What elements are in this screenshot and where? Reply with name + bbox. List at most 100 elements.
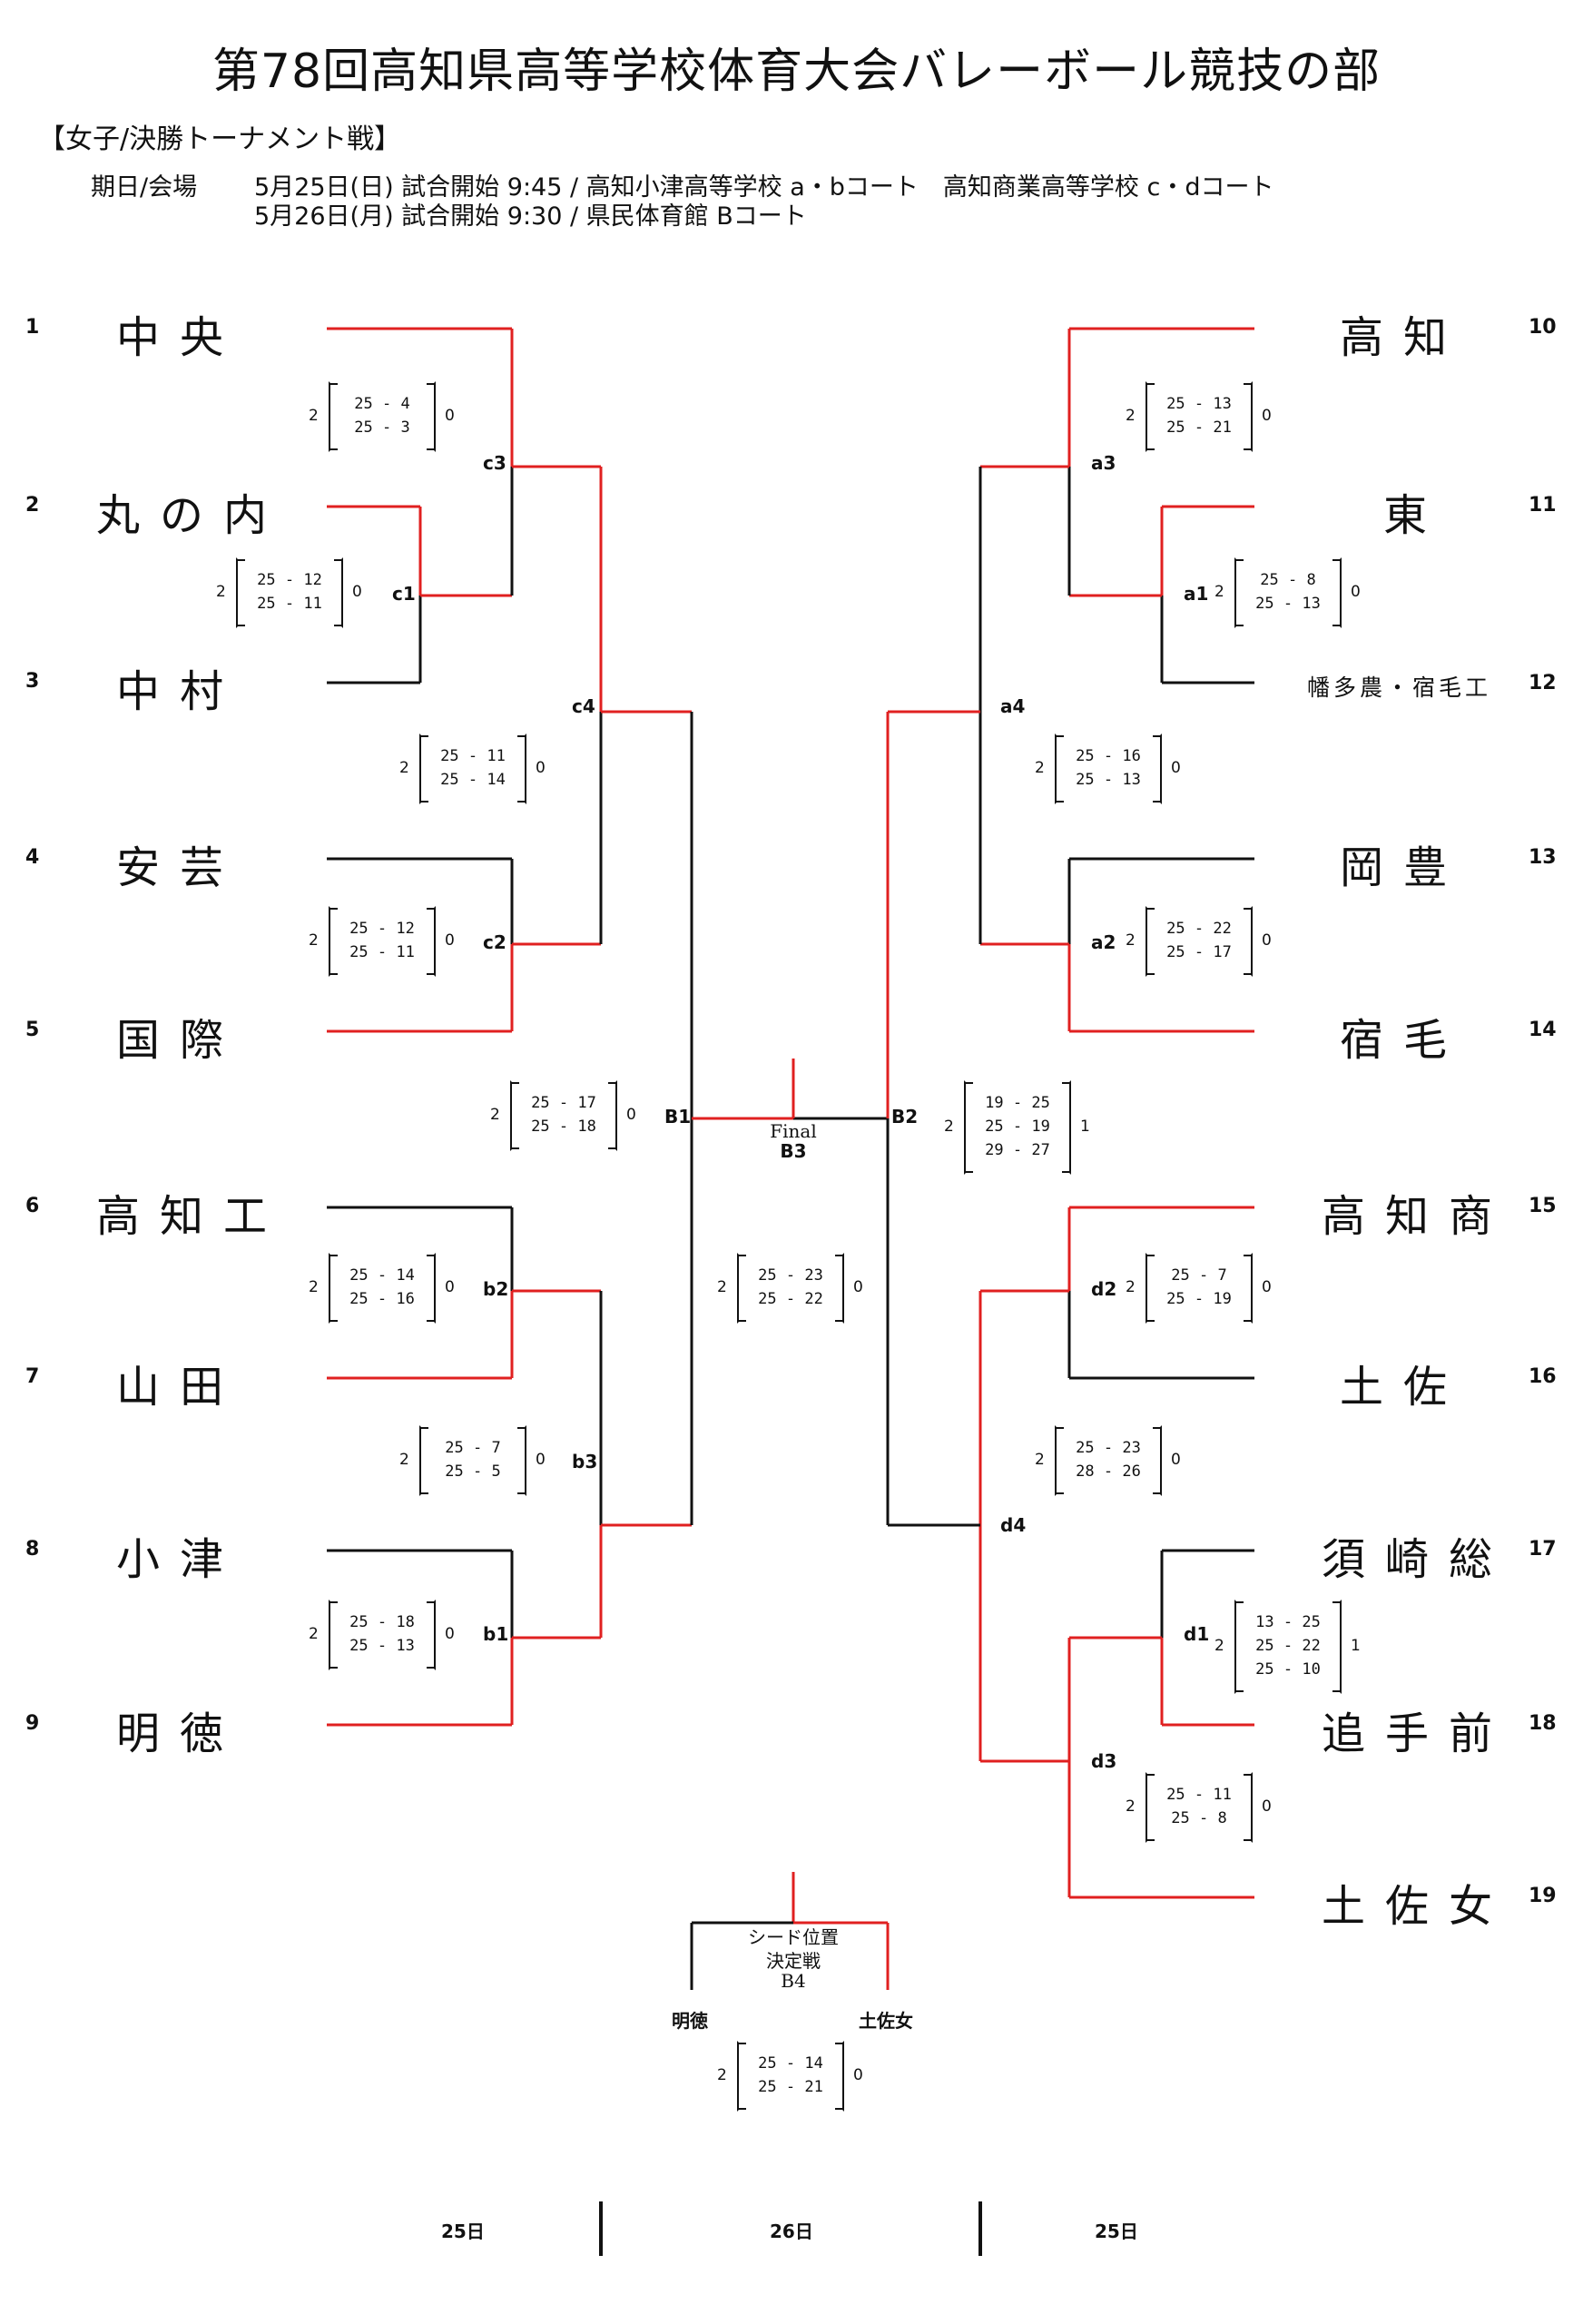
bracket-tick <box>737 2043 746 2044</box>
sets-won-right: 1 <box>1351 1637 1361 1655</box>
bracket-tick <box>835 1320 844 1322</box>
team-number: 12 <box>1529 672 1557 694</box>
team-name: 国際 <box>116 1015 244 1066</box>
match-label: c4 <box>572 695 595 717</box>
team-number: 18 <box>1529 1712 1557 1735</box>
team-number: 17 <box>1529 1538 1557 1561</box>
bracket-tick <box>427 1255 436 1256</box>
set-score: 25 - 18 <box>349 1613 415 1631</box>
set-score: 25 - 19 <box>985 1118 1050 1136</box>
bracket-tick <box>517 801 526 803</box>
team-name: 明徳 <box>116 1709 244 1759</box>
bracket-tick <box>1332 625 1342 626</box>
set-score: 25 - 7 <box>445 1439 501 1457</box>
bracket-tick <box>419 1427 428 1429</box>
bracket-tick <box>1153 801 1162 803</box>
bracket-tick <box>1055 801 1064 803</box>
team-number: 15 <box>1529 1195 1557 1217</box>
bracket-tick <box>1146 383 1155 385</box>
team-name: 丸の内 <box>96 490 288 541</box>
set-score: 25 - 13 <box>1255 595 1321 613</box>
bracket-tick <box>427 448 436 450</box>
team-name: 東 <box>1383 490 1448 541</box>
set-score: 25 - 23 <box>758 1266 823 1285</box>
set-scores-bracket: 25 - 13 25 - 21 <box>1146 381 1253 452</box>
seed-team-left: 明徳 <box>672 2010 708 2032</box>
bracket-tick <box>1234 559 1244 561</box>
team-name: 高知工 <box>96 1191 288 1242</box>
team-name: 中村 <box>116 666 244 717</box>
footer-day: 25日 <box>1095 2221 1138 2242</box>
bracket-tick <box>427 1320 436 1322</box>
set-score: 25 - 17 <box>531 1094 596 1112</box>
team-name: 宿毛 <box>1340 1015 1468 1066</box>
set-score: 25 - 11 <box>440 747 506 765</box>
bracket-tick <box>427 973 436 975</box>
bracket-tick <box>1234 625 1244 626</box>
bracket-tick <box>1055 1492 1064 1494</box>
set-score: 25 - 14 <box>758 2054 823 2073</box>
set-score: 25 - 3 <box>354 419 410 437</box>
team-name: 追手前 <box>1322 1709 1513 1759</box>
bracket-tick <box>1055 1427 1064 1429</box>
team-name: 小津 <box>116 1534 244 1585</box>
sets-won-left: 2 <box>1214 583 1224 601</box>
seed-match-label-2: 決定戦 <box>766 1950 821 1972</box>
bracket-tick <box>517 735 526 737</box>
bracket-tick <box>1146 448 1155 450</box>
bracket-tick <box>427 1667 436 1669</box>
team-name: 高知 <box>1340 312 1468 363</box>
set-score: 25 - 21 <box>1166 419 1232 437</box>
bracket-tick <box>964 1082 973 1084</box>
set-score: 25 - 18 <box>531 1118 596 1136</box>
set-score: 25 - 10 <box>1255 1660 1321 1679</box>
set-score: 25 - 23 <box>1076 1439 1141 1457</box>
sets-won-right: 0 <box>1351 583 1361 601</box>
sets-won-left: 2 <box>309 931 319 950</box>
sets-won-right: 0 <box>536 1451 546 1469</box>
final-label: Final <box>770 1120 817 1142</box>
bracket-tick <box>236 559 245 561</box>
sets-won-right: 0 <box>626 1106 636 1124</box>
match-label: c3 <box>483 452 506 474</box>
schedule-line-1: 5月25日(日) 試合開始 9:45 / 高知小津高等学校 a・bコート 高知商… <box>254 173 1274 202</box>
sets-won-right: 0 <box>445 1625 455 1643</box>
set-score: 25 - 14 <box>440 771 506 789</box>
set-score: 25 - 5 <box>445 1462 501 1481</box>
footer-day: 25日 <box>441 2221 485 2242</box>
bracket-tick <box>737 2108 746 2110</box>
match-label: b2 <box>483 1278 509 1300</box>
sets-won-right: 0 <box>445 1278 455 1296</box>
set-score: 25 - 13 <box>1166 395 1232 413</box>
bracket-tick <box>1062 1171 1071 1173</box>
sets-won-left: 2 <box>717 1278 727 1296</box>
bracket-tick <box>1062 1082 1071 1084</box>
set-score: 25 - 11 <box>257 595 322 613</box>
bracket-tick <box>427 1601 436 1603</box>
bracket-tick <box>1146 1839 1155 1841</box>
set-scores-bracket: 25 - 7 25 - 5 <box>419 1425 526 1496</box>
bracket-tick <box>419 735 428 737</box>
bracket-tick <box>517 1492 526 1494</box>
bracket-tick <box>608 1082 617 1084</box>
footer-day: 26日 <box>770 2221 813 2242</box>
bracket-tick <box>329 1255 338 1256</box>
team-name: 山田 <box>116 1362 244 1413</box>
set-score: 25 - 22 <box>1166 920 1232 938</box>
bracket-tick <box>1244 1320 1253 1322</box>
sets-won-right: 0 <box>1262 931 1272 950</box>
team-name: 土佐女 <box>1322 1881 1513 1932</box>
